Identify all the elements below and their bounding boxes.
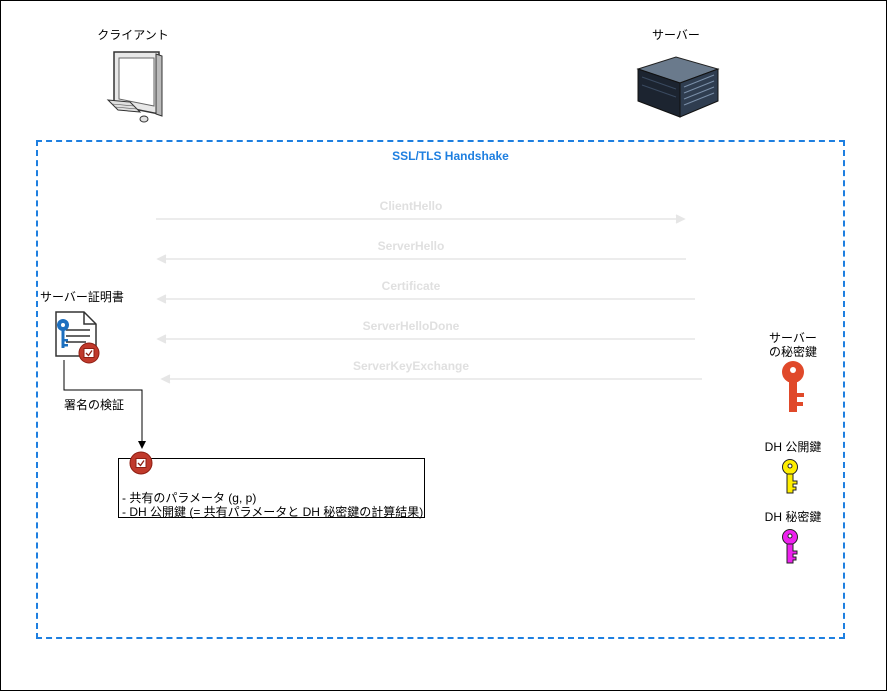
server-rack-icon <box>636 56 720 118</box>
handshake-title: SSL/TLS Handshake <box>392 149 509 163</box>
message-label: ClientHello <box>379 199 443 213</box>
dh-public-key-label: DH 公開鍵 <box>764 440 822 454</box>
signature-seal-icon <box>129 451 153 475</box>
parameter-box: - 共有のパラメータ (g, p) - DH 公開鍵 (= 共有パラメータと D… <box>118 451 425 519</box>
certificate-label: サーバー証明書 <box>40 290 124 304</box>
verify-label: 署名の検証 <box>64 398 125 412</box>
message-label: ServerHello <box>377 239 445 253</box>
client-label: クライアント <box>97 28 169 42</box>
certificate-icon <box>55 311 100 364</box>
server-private-key-label-line1: サーバー <box>769 331 817 345</box>
desktop-computer-icon <box>106 51 163 123</box>
parameter-line-shared: - 共有のパラメータ (g, p) <box>122 491 257 505</box>
server-label: サーバー <box>652 28 700 42</box>
server-private-key-label-line2: の秘密鍵 <box>768 345 817 359</box>
message-label: ServerHelloDone <box>362 319 460 333</box>
message-label: ServerKeyExchange <box>352 359 470 373</box>
parameter-line-dh-public: - DH 公開鍵 (= 共有パラメータと DH 秘密鍵の計算結果) <box>122 505 424 519</box>
key-icon <box>782 529 798 564</box>
handshake-box <box>36 140 845 639</box>
key-icon <box>782 459 798 494</box>
dh-private-key-label: DH 秘密鍵 <box>764 510 822 524</box>
message-label: Certificate <box>381 279 441 293</box>
key-icon <box>782 361 804 412</box>
